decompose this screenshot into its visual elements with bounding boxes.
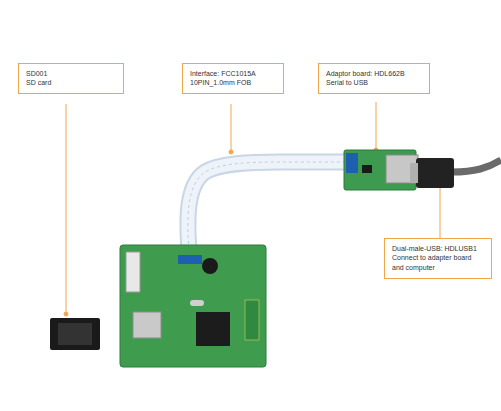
usb-port [386, 155, 418, 183]
callout-text: Serial to USB [326, 78, 422, 87]
leader-line [66, 104, 67, 312]
mcu-chip [196, 312, 230, 346]
sd-card [50, 318, 100, 350]
callout-text: Connect to adapter board and computer [392, 253, 484, 272]
pcb-logo [126, 252, 140, 292]
crystal [190, 300, 204, 306]
leader-line [376, 102, 377, 148]
callout-box: Dual-male-USB: HDLUSB1Connect to adapter… [384, 238, 492, 279]
chip [362, 165, 372, 173]
leader-line [440, 185, 441, 238]
buzzer [202, 258, 218, 274]
callout-box: SD001SD card [18, 63, 124, 94]
sd-card-face [58, 323, 92, 345]
sd-slot [133, 312, 161, 338]
callout-box: Interface: FCC1015A10PIN_1.0mm FOB [182, 63, 284, 94]
callout-text: Adaptor board: HDL662B [326, 69, 422, 78]
fpc-connector [178, 255, 202, 264]
callout-text: 10PIN_1.0mm FOB [190, 78, 276, 87]
callout-box: Adaptor board: HDL662BSerial to USB [318, 63, 430, 94]
leader-dot [64, 312, 68, 316]
leader-dot [229, 150, 233, 154]
callout-text: Dual-male-USB: HDLUSB1 [392, 244, 484, 253]
usb-plug [416, 158, 454, 188]
usb-cable [452, 160, 501, 172]
callout-text: SD001 [26, 69, 116, 78]
usb-plug-metal [410, 163, 418, 183]
callout-text: Interface: FCC1015A [190, 69, 276, 78]
leader-line [231, 104, 232, 150]
pcb-trace [245, 300, 259, 340]
main-pcb [120, 245, 266, 367]
callout-text: SD card [26, 78, 116, 87]
fpc-connector [346, 153, 358, 173]
